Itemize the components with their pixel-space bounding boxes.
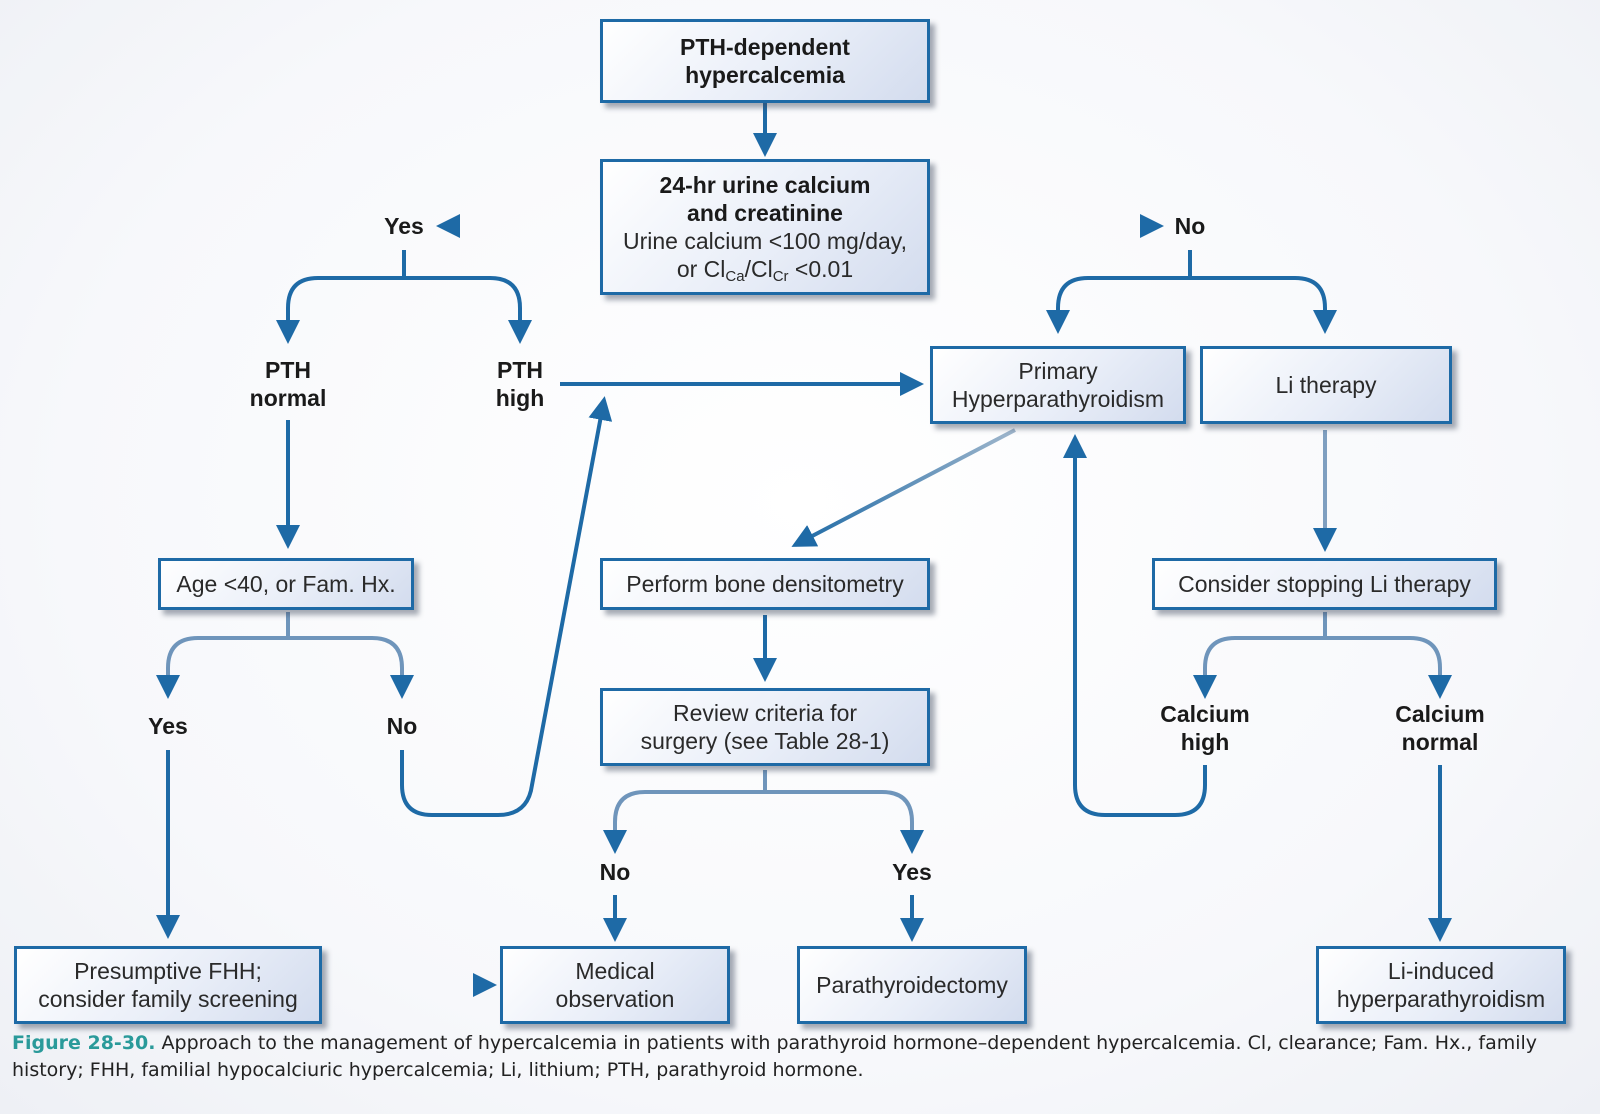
review-branch-right [765, 790, 924, 854]
medical-obs-line1: Medical [575, 958, 655, 984]
box-bone-densitometry: Perform bone densitometry [600, 558, 930, 610]
pth-dependent-line1: PTH-dependent [680, 34, 850, 60]
li-induced-line1: Li-induced [1387, 958, 1495, 984]
yes-branch-right [404, 276, 522, 340]
review-line1: Review criteria for [672, 700, 858, 726]
li-induced-line2: hyperparathyroidism [1336, 986, 1546, 1012]
urine-test-criterion2: or ClCa/ClCr <0.01 [676, 256, 854, 285]
label-no-age: No [386, 713, 418, 739]
label-yes-review: Yes [892, 859, 932, 885]
urine-test-title2: and creatinine [687, 200, 843, 226]
box-review-criteria: Review criteria for surgery (see Table 2… [600, 688, 930, 766]
caption-text: Approach to the management of hypercalce… [12, 1032, 1538, 1081]
age-text: Age <40, or Fam. Hx. [176, 571, 396, 597]
box-li-induced-hpt: Li-induced hyperparathyroidism [1316, 946, 1566, 1024]
figure-caption: Figure 28-30. Approach to the management… [12, 1030, 1592, 1084]
parathyroidectomy-text: Parathyroidectomy [816, 972, 1008, 998]
age-branch [156, 612, 290, 699]
fhh-line1: Presumptive FHH; [74, 958, 262, 984]
caption-figure-number: Figure 28-30. [12, 1032, 156, 1054]
stop-li-branch [1193, 612, 1327, 699]
arrow-no-to-pth-high [400, 396, 613, 817]
bone-dens-text: Perform bone densitometry [626, 571, 904, 597]
no-branch [1046, 250, 1192, 334]
label-yes-top: Yes [384, 213, 424, 239]
box-medical-observation: Medical observation [500, 946, 730, 1024]
pth-dependent-line2: hypercalcemia [685, 62, 845, 88]
no-branch-right [1190, 276, 1337, 334]
li-therapy-text: Li therapy [1275, 372, 1377, 398]
review-branch [603, 770, 767, 854]
label-yes-age: Yes [148, 713, 188, 739]
box-pth-dependent: PTH-dependent hypercalcemia [600, 19, 930, 103]
arrow-calcium-high-to-primary [1063, 434, 1207, 817]
box-consider-stopping-li: Consider stopping Li therapy [1152, 558, 1497, 610]
age-branch-right [288, 636, 414, 699]
review-line2: surgery (see Table 28-1) [640, 728, 890, 754]
urine-test-title1: 24-hr urine calcium [659, 172, 871, 198]
medical-obs-line2: observation [555, 986, 675, 1012]
stop-li-branch-right [1325, 636, 1452, 699]
urine-test-criterion1: Urine calcium <100 mg/day, [622, 228, 907, 254]
arrow-primary-to-bone [791, 428, 1016, 547]
box-parathyroidectomy: Parathyroidectomy [797, 946, 1027, 1024]
box-primary-hyperparathyroidism: Primary Hyperparathyroidism [930, 346, 1186, 424]
fhh-line2: consider family screening [38, 986, 298, 1012]
primary-hpt-line2: Hyperparathyroidism [951, 386, 1165, 412]
box-li-therapy: Li therapy [1200, 346, 1452, 424]
yes-branch [276, 250, 406, 344]
box-presumptive-fhh: Presumptive FHH; consider family screeni… [14, 946, 322, 1024]
label-no-top: No [1174, 213, 1206, 239]
stop-li-text: Consider stopping Li therapy [1178, 571, 1471, 597]
label-no-review: No [599, 859, 631, 885]
box-urine-test: 24-hr urine calcium and creatinine Urine… [600, 159, 930, 295]
primary-hpt-line1: Primary [1018, 358, 1098, 384]
box-age-fam-hx: Age <40, or Fam. Hx. [158, 558, 414, 610]
